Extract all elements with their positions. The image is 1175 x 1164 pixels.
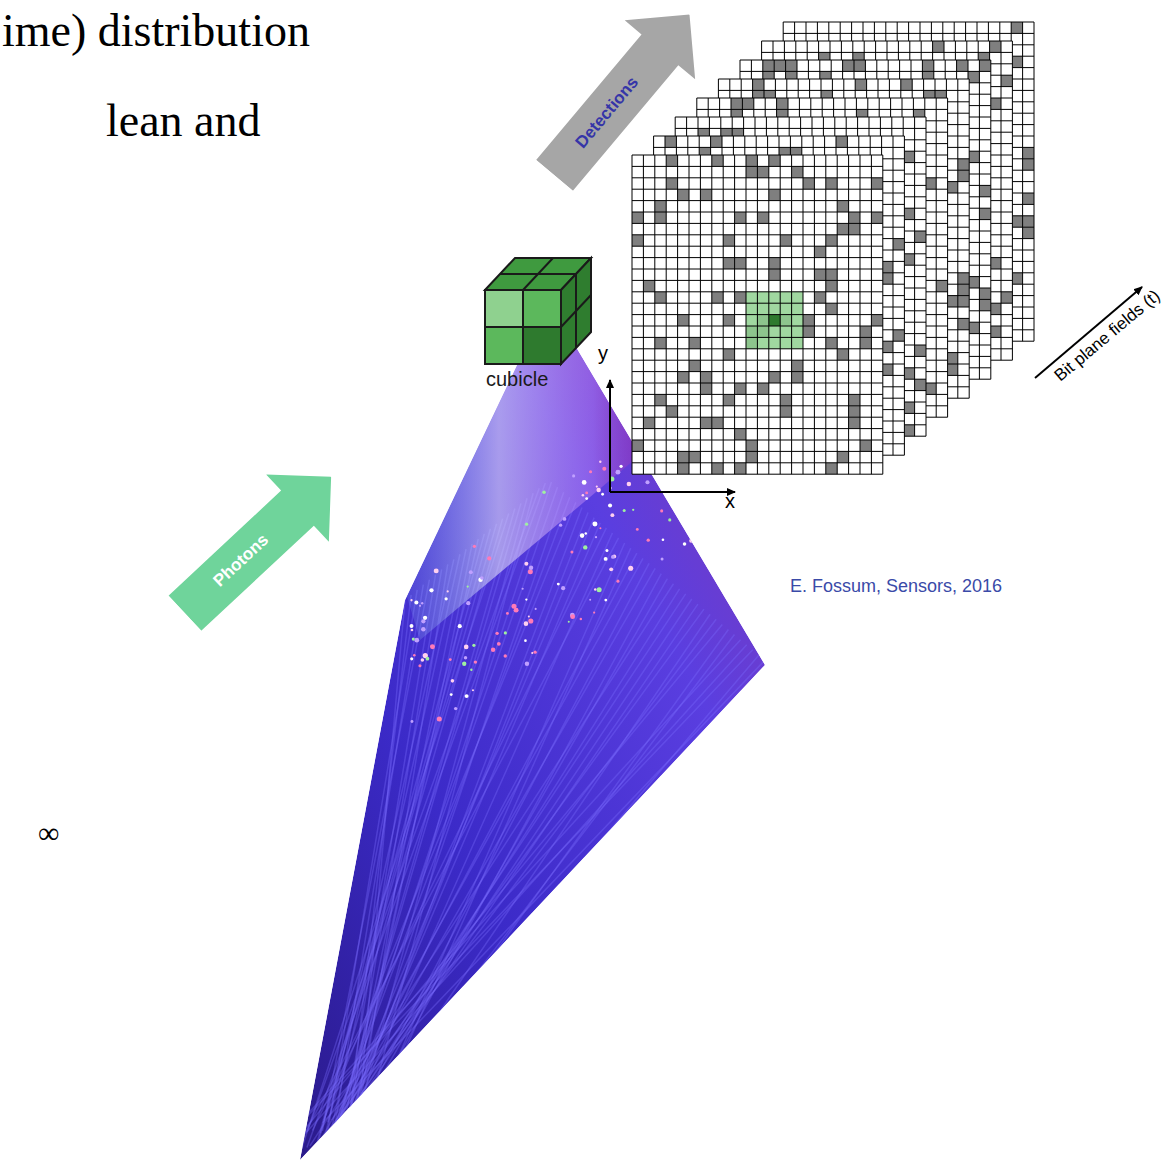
icon-label: cubicle [486, 368, 548, 390]
citation: E. Fossum, Sensors, 2016 [790, 577, 1002, 597]
axis-label: y [598, 342, 608, 364]
cubicle-icon [485, 258, 591, 364]
axes [610, 380, 735, 492]
axis-label: Bit plane fields (t) [1052, 287, 1165, 386]
bit-plane-stack [632, 22, 1034, 474]
slide-text: ime) distribution [2, 6, 310, 57]
symbol: ∞ [38, 816, 59, 849]
slide-text: lean and [106, 96, 261, 147]
axis-label: x [725, 490, 735, 512]
photons-arrow: Photons [153, 443, 362, 647]
